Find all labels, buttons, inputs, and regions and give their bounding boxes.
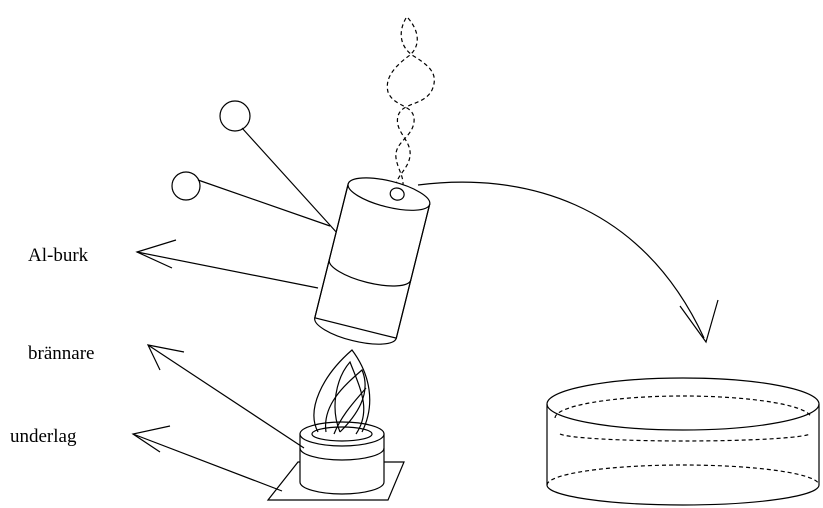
flame [313, 349, 371, 435]
label-base-text: underlag [10, 426, 77, 447]
hanger-circle-top [219, 100, 251, 132]
aluminium-can [314, 177, 431, 345]
label-burner-text: brännare [28, 343, 94, 364]
burner [299, 421, 385, 495]
suspension-strings [171, 100, 339, 235]
smoke-wisps [386, 17, 435, 197]
label-base: underlag [10, 425, 283, 492]
label-can: Al-burk [28, 239, 319, 289]
hanger-circle-bottom [171, 171, 201, 201]
label-can-text: Al-burk [28, 245, 89, 266]
water-bowl [546, 377, 820, 506]
transfer-arrow [417, 181, 719, 344]
label-burner: brännare [28, 343, 305, 449]
